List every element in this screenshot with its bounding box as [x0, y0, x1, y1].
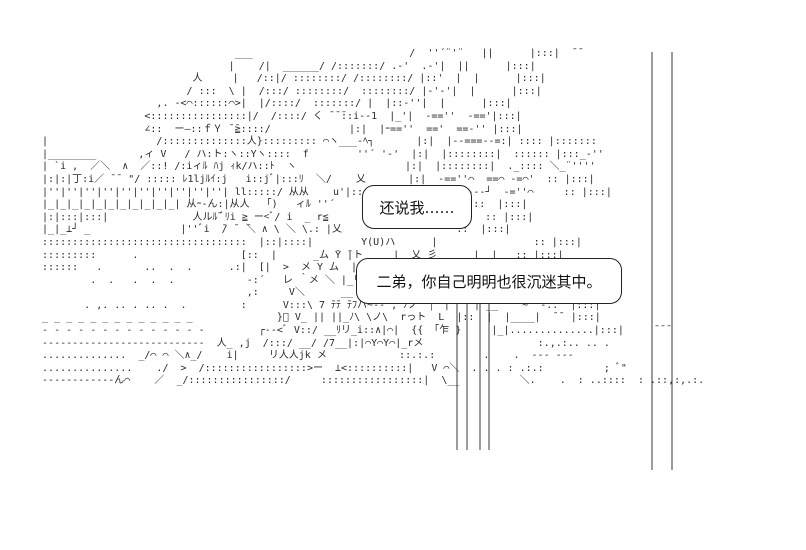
ascii-art-row: ∠:: ー―::ｆＹ ̄ ̄≧::::/ |:| |ｰ=='' ==' ==-'… [144, 123, 523, 135]
ascii-art-row: - - - - - - - - - - - - - - ┌--<ﾞ V::/ _… [42, 325, 667, 337]
ascii-art-row: |:|:::|:::| 人ルﾙ ̄ﾞﾘi ≧ ー<ﾞ/ i _ r≦ :: |:… [42, 211, 534, 223]
speech-bubble-lower: 二弟，你自己明明也很沉迷其中。 [356, 258, 622, 304]
speech-text-lower: 二弟，你自己明明也很沉迷其中。 [376, 272, 602, 291]
ascii-art-row: .............. _/⌒ ⌒ ＼∧_/ i| リ人人jk メ ::.… [42, 350, 574, 362]
speech-bubble-upper: 还说我…… [362, 185, 472, 229]
ascii-art-row: | /| ______/ /:::::::/ .-' .-'| || |:::| [228, 60, 536, 72]
ascii-art-row: |________ ,ィ V / ハ:ト:ヽ::Yヽ:::: f ''´ '-'… [42, 148, 604, 160]
ascii-art-row: <::::::::::::::::|/ /::::/ く ̄ ̄ ̄::i--1… [144, 110, 522, 122]
ascii-art-row: :::::::::::::::::::::::::::::::::: |::|:… [42, 236, 582, 248]
ascii-art-row: ............... ./ > /:::::::::::::::::>… [42, 362, 627, 374]
ascii-art-row: |''|''|''|''|''|''|''|''|''|''| ll:::::/… [42, 186, 612, 198]
ascii-art-row: 人 | /::|/ ::::::::/ /::::::::/ |::' | | … [192, 73, 546, 85]
ascii-art-row: |:|:|丁:i／ ̄ ̄ "/ ::::: ﾚ1ljﾙｲ:j i::jﾞ|::… [42, 173, 595, 185]
ascii-art-row: . ,. .. . .. . . : V:::\ 7 ﾃﾃ ﾃﾌハ~-- , ﾉ… [84, 299, 601, 311]
ascii-art-row: / ::: \ | /:::/ ::::::::/ ::::::::/ |-'-… [186, 85, 542, 97]
ascii-art-row: |_|_⊥┘ _ |''ﾞi ̄/ ̄ ̄＼ ∧ \ ＼ \.: |乂 :: |… [42, 224, 511, 236]
ascii-art-row: ___ / ''´¨'¨ || |:::| ̄ ̄ [234, 48, 578, 59]
ascii-art-row: ,. -<⌒::::::⌒>| |/::::/ :::::::/ | |::-'… [156, 98, 512, 110]
ascii-art-row: _ _ _ _ _ _ _ _ _ _ _ _ _ }ﾞ V_ || ||_ﾉ\… [42, 312, 601, 324]
ascii-art-row: --------------------------- 人_ ,j /:::/ … [42, 337, 610, 349]
ascii-art-row: ::::::::: . [:: | _ム ̄Y ̄|ト |__乂_彡 | | :… [42, 249, 564, 261]
ascii-art-row: | /::::::::::::::人}::::::::: ⌒ヽ___-ﾍ┐ |:… [42, 136, 597, 148]
speech-text-upper: 还说我…… [379, 198, 455, 217]
ascii-art-row: ------------ん⌒ ／ _/::::::::::::::::/ :::… [30, 375, 705, 387]
ascii-art-row: | `i , ／＼ ∧ ／::! /:iィﾙ ﾊj ｨk/ハ::ﾄ ヽ |:| … [42, 161, 596, 173]
